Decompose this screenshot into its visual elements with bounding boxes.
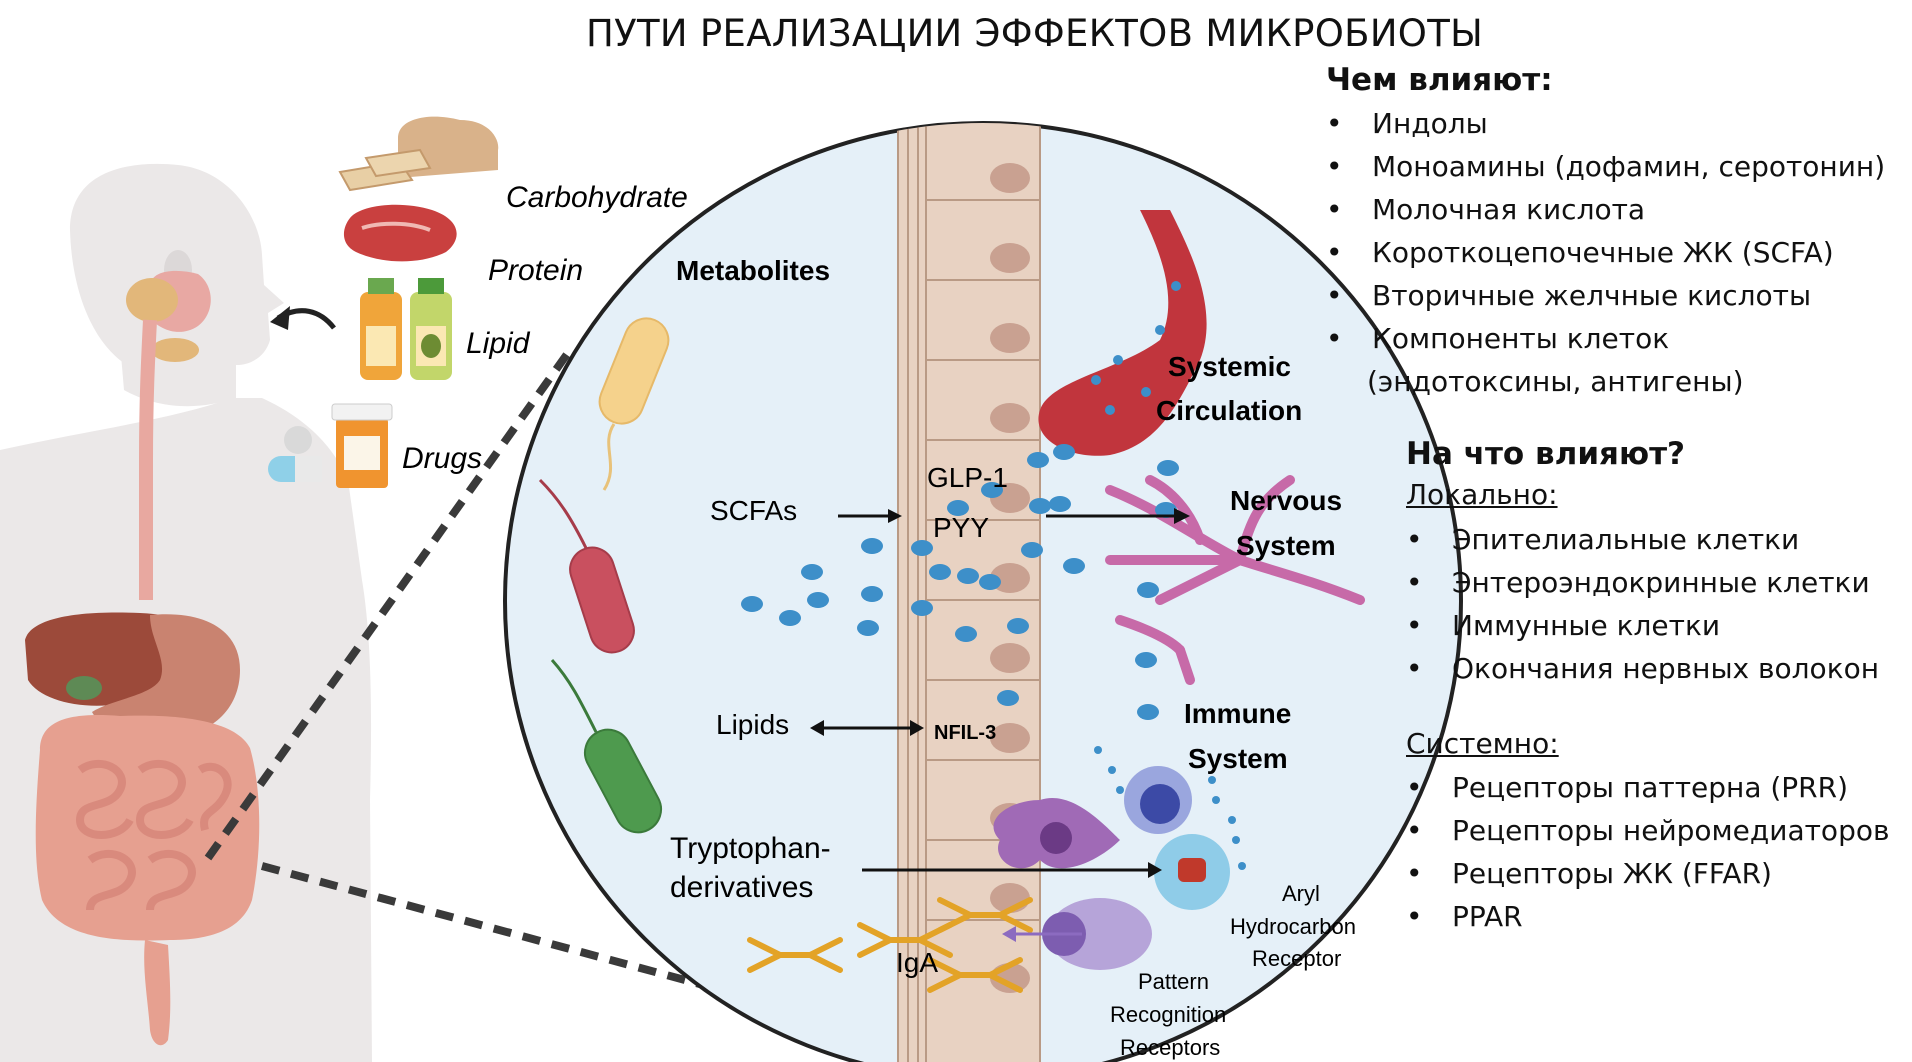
nerve-fiber [1105,475,1365,685]
dendritic-cell [993,798,1120,869]
prr-label-3: Receptors [1120,1035,1220,1060]
bacterium-red [538,478,635,654]
immune-label-2: System [1188,743,1288,774]
blood-vessel [1038,210,1207,456]
nervous-label-1: Nervous [1230,485,1342,516]
aryl-label-1: Aryl [1282,881,1320,906]
how-panel: Чем влияют: Индолы Моноамины (дофамин, с… [1326,62,1885,403]
circle-labels: Metabolites SCFAs GLP-1 PYY Lipids NFIL-… [670,255,1356,1060]
what-heading: На что влияют? [1406,436,1686,472]
aryl-label-2: Hydrocarbon [1230,914,1356,939]
page-title: ПУТИ РЕАЛИЗАЦИИ ЭФФЕКТОВ МИКРОБИОТЫ [586,12,1484,55]
protein-label: Protein [488,254,583,287]
prr-label-1: Pattern [1138,969,1209,994]
how-list: Индолы Моноамины (дофамин, серотонин) Мо… [1326,102,1885,360]
drugs-label: Drugs [402,442,482,475]
prr-label-2: Recognition [1110,1002,1226,1027]
iga-antibodies [747,897,1033,993]
local-item: Эпителиальные клетки [1406,518,1889,561]
bacterium-green [550,658,663,834]
systemic-item: PPAR [1406,895,1889,938]
systemic-item: Рецепторы нейромедиаторов [1406,809,1890,852]
bacterium-yellow [598,317,670,491]
how-item: Короткоцепочечные ЖК (SCFA) [1326,231,1885,274]
systemic-item: Рецепторы ЖК (FFAR) [1406,852,1889,895]
lipids-label: Lipids [716,709,789,740]
systemic-item: Рецепторы паттерна (PRR) [1406,766,1889,809]
zoom-line-upper [204,347,574,861]
ingestion-arrow-head [270,306,290,330]
systemic-list: Рецепторы паттерна (PRR) Рецепторы нейро… [1406,766,1890,938]
metabolites-label: Metabolites [676,255,830,286]
nfil3-label: NFIL-3 [934,722,996,744]
lipid-label: Lipid [466,327,531,360]
how-item: Вторичные желчные кислоты [1326,274,1885,317]
tryptophan-label-2: derivatives [670,871,813,904]
aryl-label-3: Receptor [1252,946,1341,971]
circle-arrows [810,508,1190,942]
small-blue-dots [1094,746,1246,870]
lymphocyte [1124,766,1192,834]
meat-illustration [343,204,457,262]
epithelial-cells [925,123,1040,1062]
how-item: Индолы [1326,102,1885,145]
local-item: Иммунные клетки [1406,604,1889,647]
pyy-label: PYY [933,512,989,543]
human-figure [0,163,372,1062]
zoom-line-lower [260,862,724,994]
immune-label-1: Immune [1184,698,1291,729]
how-item-continuation: (эндотоксины, антигены) [1367,365,1744,398]
bread-illustration [338,116,499,192]
local-list: Эпителиальные клетки Энтероэндокринные к… [1406,518,1889,690]
local-label: Локально: [1406,478,1558,511]
vessel-dots [1091,281,1181,415]
iga-label: IgA [896,947,938,978]
drugs-illustration [268,403,393,488]
how-item: Компоненты клеток [1326,317,1885,360]
how-item: Молочная кислота [1326,188,1885,231]
carbohydrate-label: Carbohydrate [506,181,688,214]
how-heading: Чем влияют: [1326,62,1553,98]
local-item: Окончания нервных волокон [1406,647,1889,690]
systemic-label-2: Circulation [1156,395,1302,426]
how-item: Моноамины (дофамин, серотонин) [1326,145,1885,188]
systemic-label: Системно: [1406,727,1559,760]
local-item: Энтероэндокринные клетки [1406,561,1889,604]
tryptophan-label-1: Tryptophan- [670,832,831,865]
metabolite-dots [741,444,1179,720]
nervous-label-2: System [1236,530,1336,561]
glp1-label: GLP-1 [927,462,1008,493]
microvilli [907,123,919,1062]
scfas-label: SCFAs [710,495,797,526]
receptor-cell [1154,834,1230,910]
juice-bottles-illustration [360,278,452,380]
systemic-label-1: Systemic [1168,351,1291,382]
what-panel: На что влияют? Локально: Эпителиальные к… [1406,436,1890,938]
